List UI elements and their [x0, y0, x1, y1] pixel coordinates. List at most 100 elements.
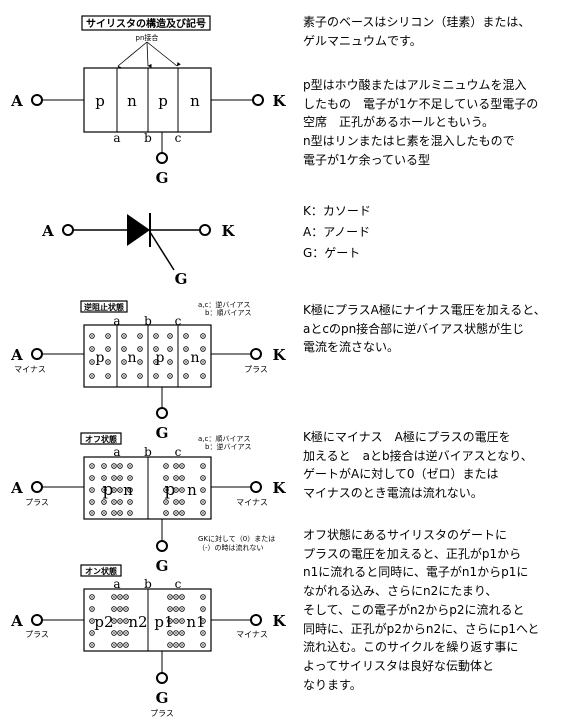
carrier-dot-center — [169, 375, 171, 377]
carrier-dot-center — [91, 348, 93, 350]
text-line: したもの 電子が1ケ不足している型電子の — [303, 96, 539, 111]
region-label: n — [123, 481, 133, 499]
carrier-dot-center — [181, 596, 183, 598]
carrier-dot-center — [113, 620, 115, 622]
state2-cathode-terminal — [250, 481, 262, 493]
state3-cathode-label: K — [272, 612, 286, 630]
text-line: K極にプラスA極にナイナス電圧を加えると、 — [303, 303, 546, 317]
carrier-dot-center — [103, 501, 105, 503]
structure-diagram: サイリスタの構造及び記号 pn接合 p n p n a b c A K G — [10, 15, 286, 187]
text-line: そして、この電子がn2からp2に流れると — [303, 602, 525, 617]
carrier-dot-center — [175, 620, 177, 622]
carrier-dot-center — [139, 375, 141, 377]
region-label: p1 — [154, 613, 173, 631]
state3-title: オン状態 — [85, 566, 117, 576]
carrier-dot-center — [165, 477, 167, 479]
region-label: n2 — [128, 613, 147, 631]
state2-note-2: b：逆バイアス — [205, 442, 251, 451]
region-label: p — [158, 92, 168, 110]
carrier-dot-center — [129, 477, 131, 479]
carrier-dot-center — [103, 512, 105, 514]
carrier-dot-center — [125, 644, 127, 646]
state2-anode-polarity: プラス — [25, 498, 49, 507]
junction-label: a — [113, 314, 120, 328]
junction-label: b — [144, 314, 152, 328]
text-line: ゲートがAに対して0（ゼロ）または — [303, 467, 499, 482]
carrier-dot-center — [175, 465, 177, 467]
state3-anode-label: A — [10, 612, 23, 630]
text-line: ながれる込み、さらにn2にたまり、 — [303, 584, 498, 599]
text-line: ゲルマニュウムです。 — [303, 33, 422, 48]
carrier-dot-center — [139, 361, 141, 363]
carrier-dot-center — [107, 375, 109, 377]
carrier-dot-center — [119, 501, 121, 503]
carrier-dot-center — [113, 644, 115, 646]
carrier-dot-center — [202, 375, 204, 377]
carrier-dot-center — [202, 348, 204, 350]
carrier-dot-center — [202, 361, 204, 363]
state1-cathode-label: K — [272, 346, 286, 364]
carrier-dot-center — [202, 644, 204, 646]
carrier-dot-center — [185, 335, 187, 337]
carrier-dot-center — [119, 465, 121, 467]
carrier-dot-center — [155, 335, 157, 337]
carrier-dot-center — [175, 489, 177, 491]
carrier-dot-center — [119, 512, 121, 514]
carrier-dot-center — [123, 375, 125, 377]
carrier-dot-center — [202, 512, 204, 514]
gate-label: G — [156, 169, 169, 187]
text-line: p型はホウ酸またはアルミニュウムを混入 — [303, 78, 527, 92]
state2-gate-note-1: GKに対して（0）または — [198, 534, 275, 543]
carrier-dot-center — [91, 596, 93, 598]
carrier-dot-center — [181, 608, 183, 610]
reverse-blocking-diagram: 逆阻止状態 a,c：逆バイアス b：順バイアス a b c p n p n A … — [10, 300, 286, 442]
carrier-dot-center — [129, 501, 131, 503]
carrier-dot-center — [91, 632, 93, 634]
cathode-terminal — [252, 94, 264, 106]
carrier-dot-center — [91, 489, 93, 491]
carrier-dot-center — [175, 632, 177, 634]
text-line: 同時に、正孔がp2からn2に、さらにp1へと — [303, 621, 540, 636]
carrier-dot-center — [107, 361, 109, 363]
text-line: K：カソード — [303, 204, 371, 218]
state1-note-1: a,c：逆バイアス — [198, 300, 250, 309]
carrier-dot-center — [169, 596, 171, 598]
state1-anode-label: A — [10, 346, 23, 364]
junction-label: b — [144, 131, 152, 145]
state1-anode-terminal — [31, 348, 43, 360]
carrier-dot-center — [181, 501, 183, 503]
text-line: n型はリンまたはヒ素を混入したもので — [303, 134, 515, 149]
state1-anode-polarity: マイナス — [14, 365, 46, 374]
carrier-dot-center — [181, 512, 183, 514]
carrier-dot-center — [181, 489, 183, 491]
carrier-dot-center — [91, 465, 93, 467]
carrier-dot-center — [113, 501, 115, 503]
diode-triangle — [127, 214, 150, 246]
carrier-dot-center — [202, 596, 204, 598]
text-line: なります。 — [303, 677, 362, 692]
text-line: 加えると aとb接合は逆バイアスとなり、 — [303, 448, 533, 463]
carrier-dot-center — [91, 501, 93, 503]
region-label: p — [95, 92, 105, 110]
carrier-dot-center — [129, 465, 131, 467]
carrier-dot-center — [155, 348, 157, 350]
carrier-dot-center — [91, 477, 93, 479]
carrier-dot-center — [202, 632, 204, 634]
state2-gate-note-2: （-）の時は流れない — [198, 543, 264, 552]
on-state-diagram: オン状態 a b c p2 n2 p1 n1 A プラス K マイナス G プラ… — [10, 564, 286, 718]
carrier-dot-center — [113, 608, 115, 610]
text-base-material: 素子のベースはシリコン（珪素）または、ゲルマニュウムです。 — [303, 13, 530, 50]
region-label: p — [156, 350, 165, 366]
region-label: n — [127, 350, 136, 366]
junction-label: a — [113, 131, 120, 145]
state3-cathode-terminal — [250, 614, 262, 626]
carrier-dot-center — [103, 489, 105, 491]
carrier-dot-center — [91, 375, 93, 377]
state3-title-box — [80, 564, 122, 577]
state1-cathode-polarity: プラス — [244, 365, 268, 374]
state3-gate-polarity: プラス — [150, 709, 174, 718]
junction-label: c — [175, 314, 182, 328]
junction-label: c — [175, 577, 182, 591]
